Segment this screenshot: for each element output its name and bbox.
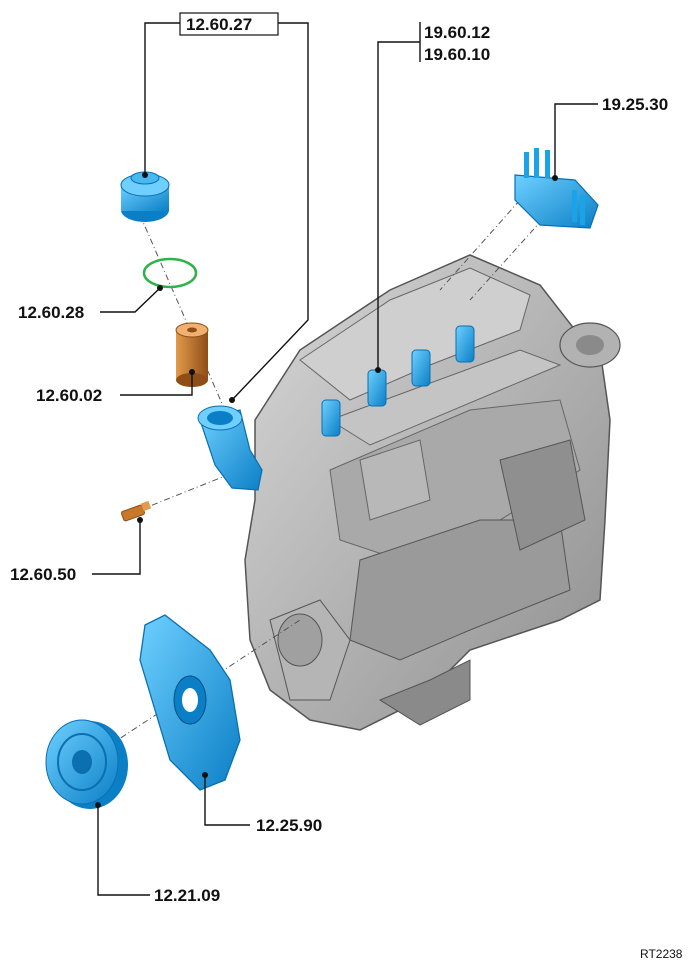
glow-plug-module (514, 148, 599, 229)
fuel-injectors (321, 325, 475, 437)
oil-filter-cap (120, 171, 170, 222)
timing-cover (139, 614, 241, 791)
oil-filter-housing (197, 405, 263, 491)
oil-pressure-sensor (121, 500, 152, 522)
label-crankshaft-pulley: 12.21.09 (154, 886, 220, 905)
leader-lines (92, 12, 598, 896)
label-seal-ring: 12.60.28 (18, 303, 84, 322)
label-sensor: 12.60.50 (10, 565, 76, 584)
figure-reference: RT2238 (640, 947, 683, 961)
engine-block (244, 254, 621, 731)
label-glow-plug-module: 19.25.30 (602, 95, 668, 114)
label-oil-filter-element: 12.60.02 (36, 386, 102, 405)
label-oil-filter-housing: 12.60.27 (186, 15, 252, 34)
label-timing-cover: 12.25.90 (256, 816, 322, 835)
crankshaft-pulley (45, 719, 128, 809)
seal-ring (142, 257, 198, 289)
label-injector-1: 19.60.12 (424, 23, 490, 42)
label-injector-2: 19.60.10 (424, 45, 490, 64)
